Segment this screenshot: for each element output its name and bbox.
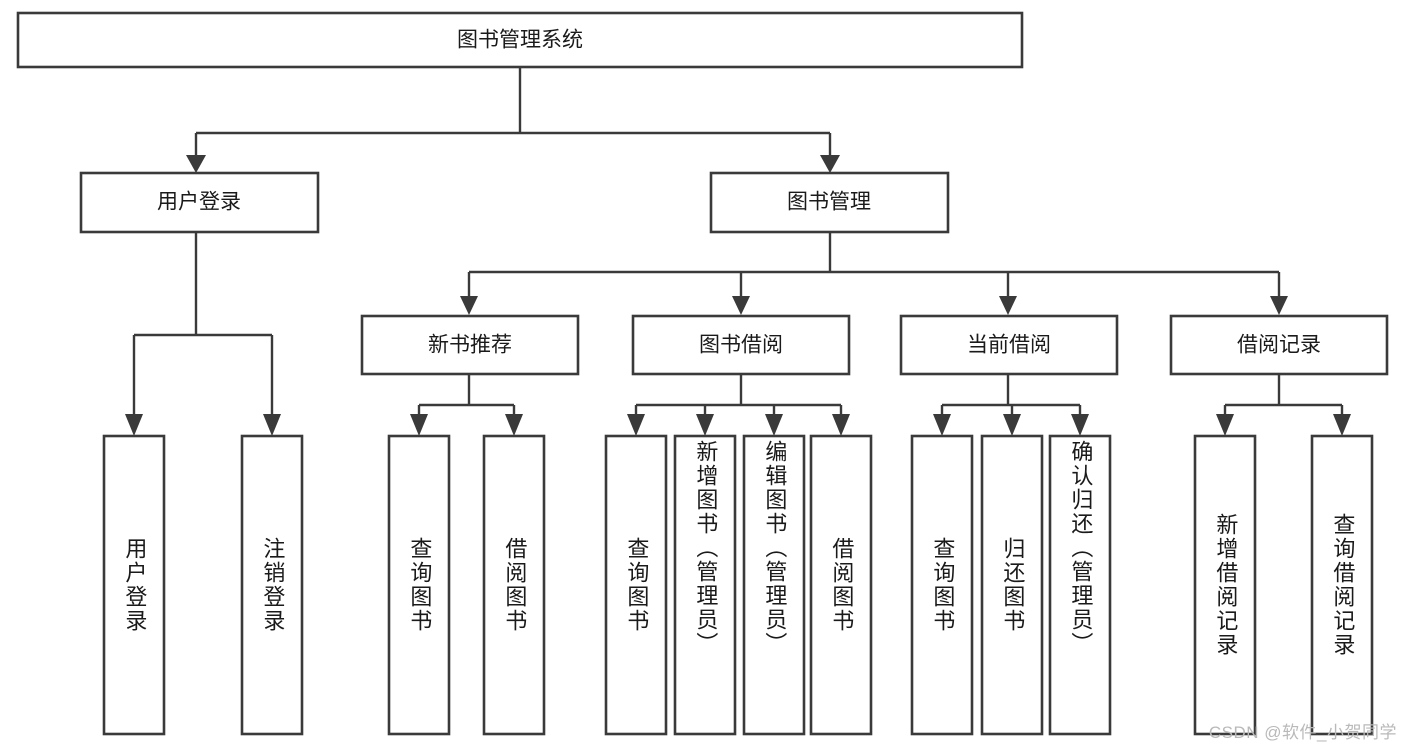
node-book-borrow-label: 图书借阅 — [699, 334, 783, 357]
leaf-box-add-book[interactable] — [673, 434, 737, 736]
arrow-head-icon — [1270, 296, 1288, 315]
arrow-head-icon — [1003, 414, 1021, 436]
node-book-manage-box[interactable] — [709, 171, 950, 234]
arrow-head-icon — [627, 414, 645, 436]
arrow-head-icon — [999, 296, 1017, 315]
node-book-borrow-box[interactable] — [631, 314, 851, 376]
node-root-box[interactable] — [16, 11, 1024, 69]
node-current-borrow-label: 当前借阅 — [967, 334, 1051, 357]
node-book-manage-label: 图书管理 — [787, 191, 871, 214]
node-new-book-rec-label: 新书推荐 — [428, 334, 512, 357]
arrow-head-icon — [505, 414, 523, 436]
leaf-box-query-book-1[interactable] — [387, 434, 451, 736]
leaf-box-edit-book[interactable] — [742, 434, 806, 736]
leaf-box-add-record[interactable] — [1193, 434, 1257, 736]
node-current-borrow[interactable]: 当前借阅 — [899, 314, 1119, 376]
node-root[interactable]: 图书管理系统 — [16, 11, 1024, 69]
node-book-borrow[interactable]: 图书借阅 — [631, 314, 851, 376]
arrow-head-icon — [460, 296, 478, 315]
leaf-box-user-login[interactable] — [102, 434, 166, 736]
leaf-box-query-book-3[interactable] — [910, 434, 974, 736]
csdn-watermark: CSDN @软件_小贺同学 — [1208, 723, 1397, 742]
leaf-box-return-book[interactable] — [980, 434, 1044, 736]
node-user-login[interactable]: 用户登录 — [79, 171, 320, 234]
arrow-head-icon — [732, 296, 750, 315]
node-book-manage[interactable]: 图书管理 — [709, 171, 950, 234]
edge-layer — [125, 67, 1351, 436]
arrow-head-icon — [933, 414, 951, 436]
arrow-head-icon — [410, 414, 428, 436]
leaf-box-borrow-book-1[interactable] — [482, 434, 546, 736]
arrow-head-icon — [696, 414, 714, 436]
node-borrow-record-label: 借阅记录 — [1237, 334, 1321, 357]
node-user-login-label: 用户登录 — [157, 191, 241, 214]
arrow-head-icon — [820, 155, 840, 173]
arrow-head-icon — [1071, 414, 1089, 436]
leaf-box-query-record[interactable] — [1310, 434, 1374, 736]
arrow-head-icon — [765, 414, 783, 436]
arrow-head-icon — [1216, 414, 1234, 436]
node-root-label: 图书管理系统 — [457, 29, 583, 52]
arrow-head-icon — [125, 414, 143, 436]
leaf-box-query-book-2[interactable] — [604, 434, 668, 736]
leaf-box-borrow-book-2[interactable] — [809, 434, 873, 736]
node-current-borrow-box[interactable] — [899, 314, 1119, 376]
node-new-book-rec[interactable]: 新书推荐 — [360, 314, 580, 376]
arrow-head-icon — [186, 155, 206, 173]
node-borrow-record[interactable]: 借阅记录 — [1169, 314, 1389, 376]
node-new-book-rec-box[interactable] — [360, 314, 580, 376]
arrow-head-icon — [263, 414, 281, 436]
leaf-box-logout[interactable] — [240, 434, 304, 736]
leaf-box-confirm-return[interactable] — [1048, 434, 1112, 736]
node-layer: 图书管理系统 用户登录 图书管理 新书推荐 图书借阅 — [16, 11, 1389, 736]
arrow-head-icon — [832, 414, 850, 436]
node-borrow-record-box[interactable] — [1169, 314, 1389, 376]
arrow-head-icon — [1333, 414, 1351, 436]
node-user-login-box[interactable] — [79, 171, 320, 234]
